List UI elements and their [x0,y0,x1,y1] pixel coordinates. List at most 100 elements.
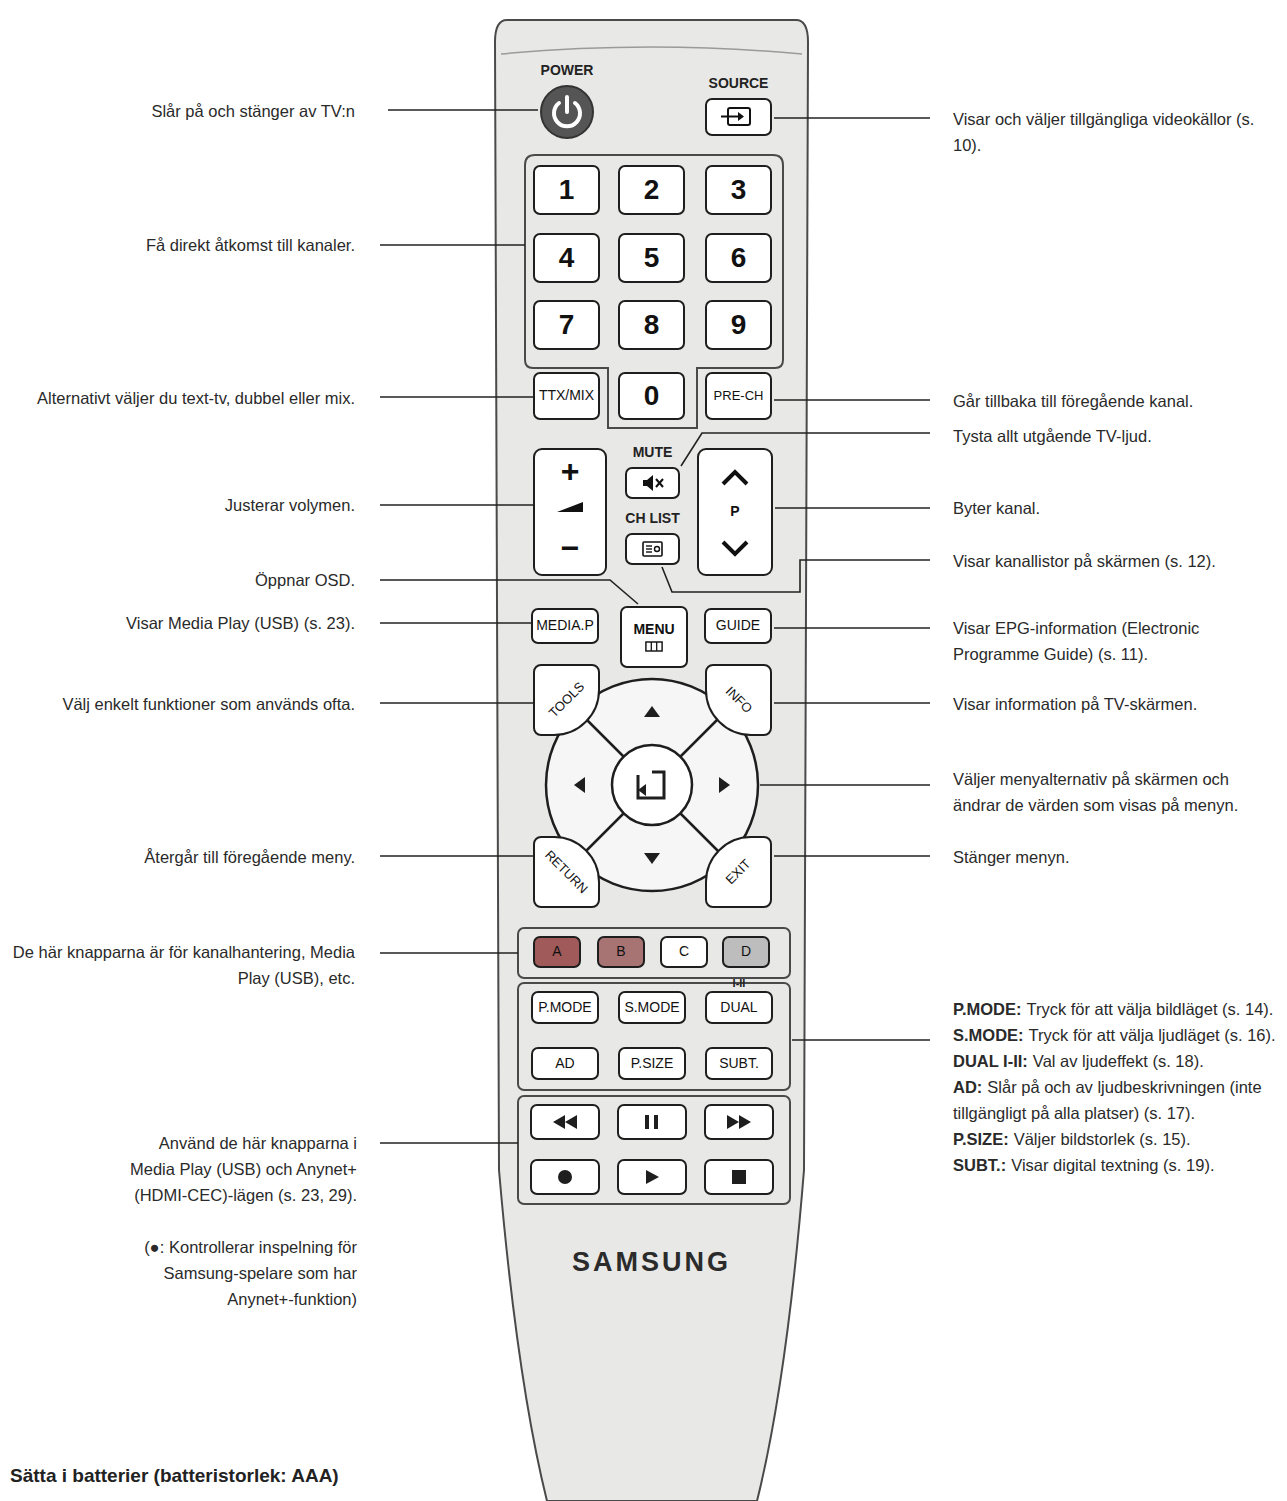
callout-text: Väljer menyalternativ på skärmen och änd… [953,766,1281,818]
button-label: D [741,944,751,959]
button-label: SOURCE [709,75,769,91]
callout-text: Öppnar OSD. [10,567,355,593]
remote-button: P [697,448,773,576]
button-label: 0 [644,381,660,412]
remote-button: SUBT. [705,1047,773,1080]
brand-logo: SAMSUNG [495,1247,808,1278]
button-label: 3 [731,175,747,206]
button-label: 7 [559,310,575,341]
remote-button: PRE-CH [705,372,772,420]
remote-button: CH LIST [625,533,680,565]
remote-button: 0 [618,372,685,420]
remote-button: GUIDE [704,608,772,644]
remote-button: TTX/MIX [533,372,600,420]
button-label: A [552,944,561,959]
callout-text: Återgår till föregående meny. [10,844,355,870]
button-legend-block: P.MODE: Tryck för att välja bildläget (s.… [953,996,1281,1178]
legend-row: S.MODE:Tryck för att välja ljudläget (s.… [953,1022,1281,1048]
button-label: POWER [541,62,594,78]
remote-button: 4 [533,233,600,283]
callout-text: (●: Kontrollerar inspelning för Samsung-… [120,1234,357,1312]
callout-text: Tysta allt utgående TV-ljud. [953,423,1278,449]
remote-button: S.MODE [618,991,686,1024]
remote-body: SAMSUNG POWER SOURCE 1 2 3 4 5 6 7 8 9TTX/MIX 0 PRE-C… [495,20,808,1501]
remote-button: 5 [618,233,685,283]
button-label: P [730,504,739,519]
button-label: MUTE [633,444,673,460]
callout-text: Visar och väljer tillgängliga videokällo… [953,106,1278,158]
button-label: P.MODE [538,1000,591,1015]
button-label: MENU [633,622,674,637]
remote-button: C [660,936,708,968]
button-name: P.MODE: [953,1000,1021,1018]
button-label: RETURN [542,848,590,896]
button-name: AD: [953,1078,982,1096]
callout-text: Stänger menyn. [953,844,1278,870]
remote-button: A [533,936,581,968]
callout-text: Justerar volymen. [10,492,355,518]
button-label: AD [555,1056,574,1071]
callout-text: Visar Media Play (USB) (s. 23). [10,610,355,636]
legend-row: P.MODE: Tryck för att välja bildläget (s.… [953,996,1281,1022]
button-label: EXIT [723,857,754,888]
callout-text: Alternativt väljer du text-tv, dubbel el… [10,385,355,411]
section-heading: Sätta i batterier (batteristorlek: AAA) [10,1463,339,1489]
remote-button: MEDIA.P [531,608,599,644]
callout-text: Byter kanal. [953,495,1278,521]
button-name: SUBT.: [953,1156,1006,1174]
button-name: P.SIZE: [953,1130,1009,1148]
button-label: + [561,454,580,489]
button-label: S.MODE [624,1000,679,1015]
button-label: SUBT. [719,1056,759,1071]
remote-button: 1 [533,165,600,215]
button-label: TOOLS [546,679,587,720]
button-label: PRE-CH [714,389,764,403]
legend-row: SUBT.: Visar digital textning (s. 19). [953,1152,1281,1178]
button-label: 5 [644,243,660,274]
callout-text: Få direkt åtkomst till kanaler. [10,232,355,258]
button-label: 9 [731,310,747,341]
callout-text: Visar EPG-information (Electronic Progra… [953,615,1278,667]
button-label: − [561,531,580,566]
button-label: CH LIST [625,510,679,526]
remote-button: AD [531,1047,599,1080]
button-label: B [616,944,625,959]
callout-text: Visar kanallistor på skärmen (s. 12). [953,548,1278,574]
button-label: P.SIZE [631,1056,674,1071]
callout-text: Slår på och stänger av TV:n [10,98,355,124]
remote-button: 3 [705,165,772,215]
button-label: INFO [722,684,754,716]
remote-button: SOURCE [705,98,772,136]
button-label: 1 [559,175,575,206]
remote-button: 8 [618,300,685,350]
button-description: Visar digital textning (s. 19). [1011,1156,1214,1174]
button-description: Slår på och av ljudbeskrivningen (inte t… [953,1078,1262,1122]
callout-text: Går tillbaka till föregående kanal. [953,388,1278,414]
button-label: 6 [731,243,747,274]
button-label: I-II [733,977,746,989]
button-label: DUAL [720,1000,757,1015]
remote-button: 6 [705,233,772,283]
button-label: C [679,944,689,959]
legend-row: AD:Slår på och av ljudbeskrivningen (int… [953,1074,1281,1126]
remote-button: POWER [540,85,594,139]
callout-text: Visar information på TV-skärmen. [953,691,1278,717]
legend-row: P.SIZE:Väljer bildstorlek (s. 15). [953,1126,1281,1152]
remote-button: P.MODE [531,991,599,1024]
remote-button: 2 [618,165,685,215]
remote-button: D [722,936,770,968]
callout-text: Välj enkelt funktioner som används ofta. [5,691,355,717]
button-label: MEDIA.P [536,618,594,633]
remote-button: 9 [705,300,772,350]
remote-button: P.SIZE [618,1047,686,1080]
button-label: TTX/MIX [539,388,594,403]
button-description: Tryck för att välja bildläget (s. 14). [1026,1000,1273,1018]
remote-button: 7 [533,300,600,350]
button-description: Val av ljudeffekt (s. 18). [1033,1052,1204,1070]
button-label: GUIDE [716,618,760,633]
button-name: DUAL I-II: [953,1052,1028,1070]
button-description: Tryck för att välja ljudläget (s. 16). [1029,1026,1276,1044]
remote-button: MUTE [625,467,680,499]
button-label: 4 [559,243,575,274]
remote-button: I-IIDUAL [705,991,773,1024]
